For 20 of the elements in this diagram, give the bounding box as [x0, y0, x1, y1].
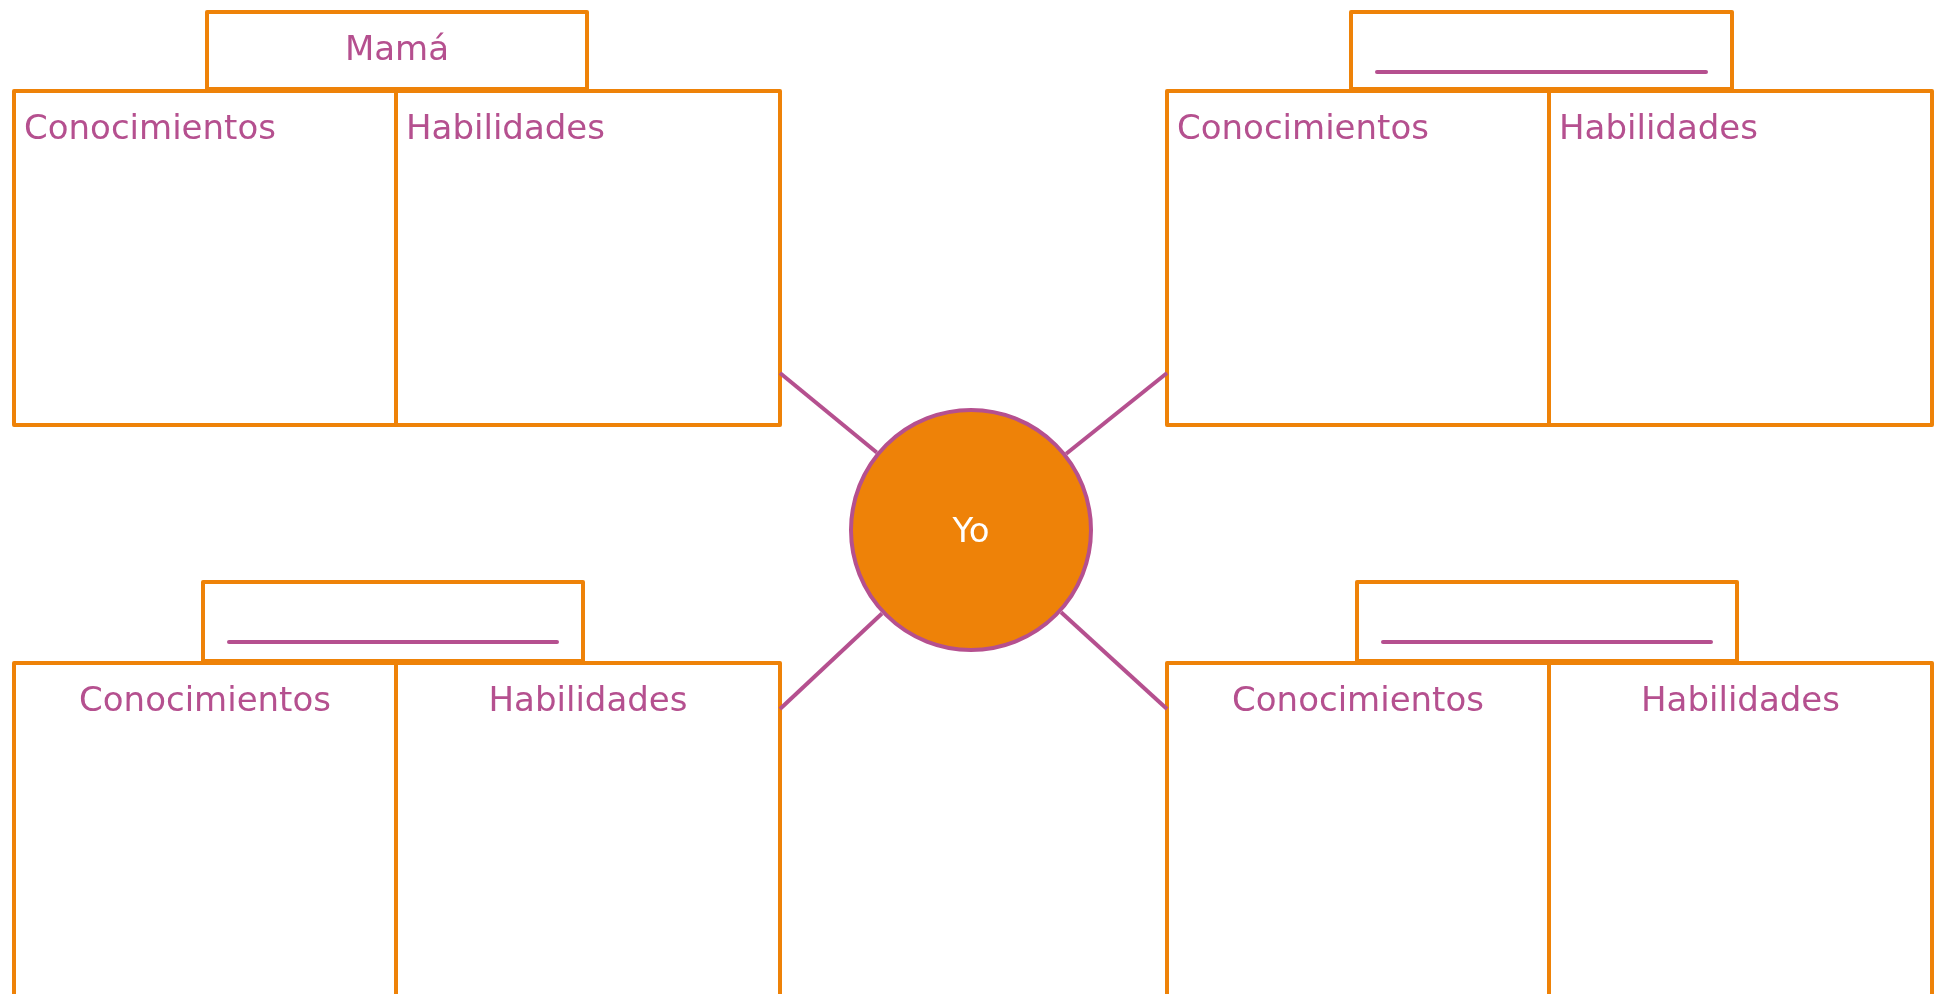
connector-line: [1064, 371, 1169, 456]
name-tab: [1355, 580, 1739, 663]
column-heading: Habilidades: [1559, 107, 1758, 147]
tab-label: Mamá: [344, 28, 450, 68]
connector-line: [778, 371, 878, 455]
column-box: [1547, 89, 1934, 427]
column-heading: Habilidades: [1641, 679, 1840, 719]
connector-line: [1059, 610, 1169, 711]
connector-line: [778, 611, 884, 711]
column-heading: Habilidades: [406, 107, 605, 147]
name-tab: [205, 10, 589, 91]
center-label: Yo: [952, 510, 990, 550]
column-heading: Conocimientos: [79, 679, 331, 719]
column-heading: Habilidades: [488, 679, 688, 719]
column-box: [394, 89, 782, 427]
name-tab: [1349, 10, 1734, 91]
column-heading: Conocimientos: [1232, 679, 1484, 719]
column-heading: Conocimientos: [1177, 107, 1429, 147]
column-heading: Conocimientos: [24, 107, 276, 147]
name-tab: [201, 580, 585, 663]
